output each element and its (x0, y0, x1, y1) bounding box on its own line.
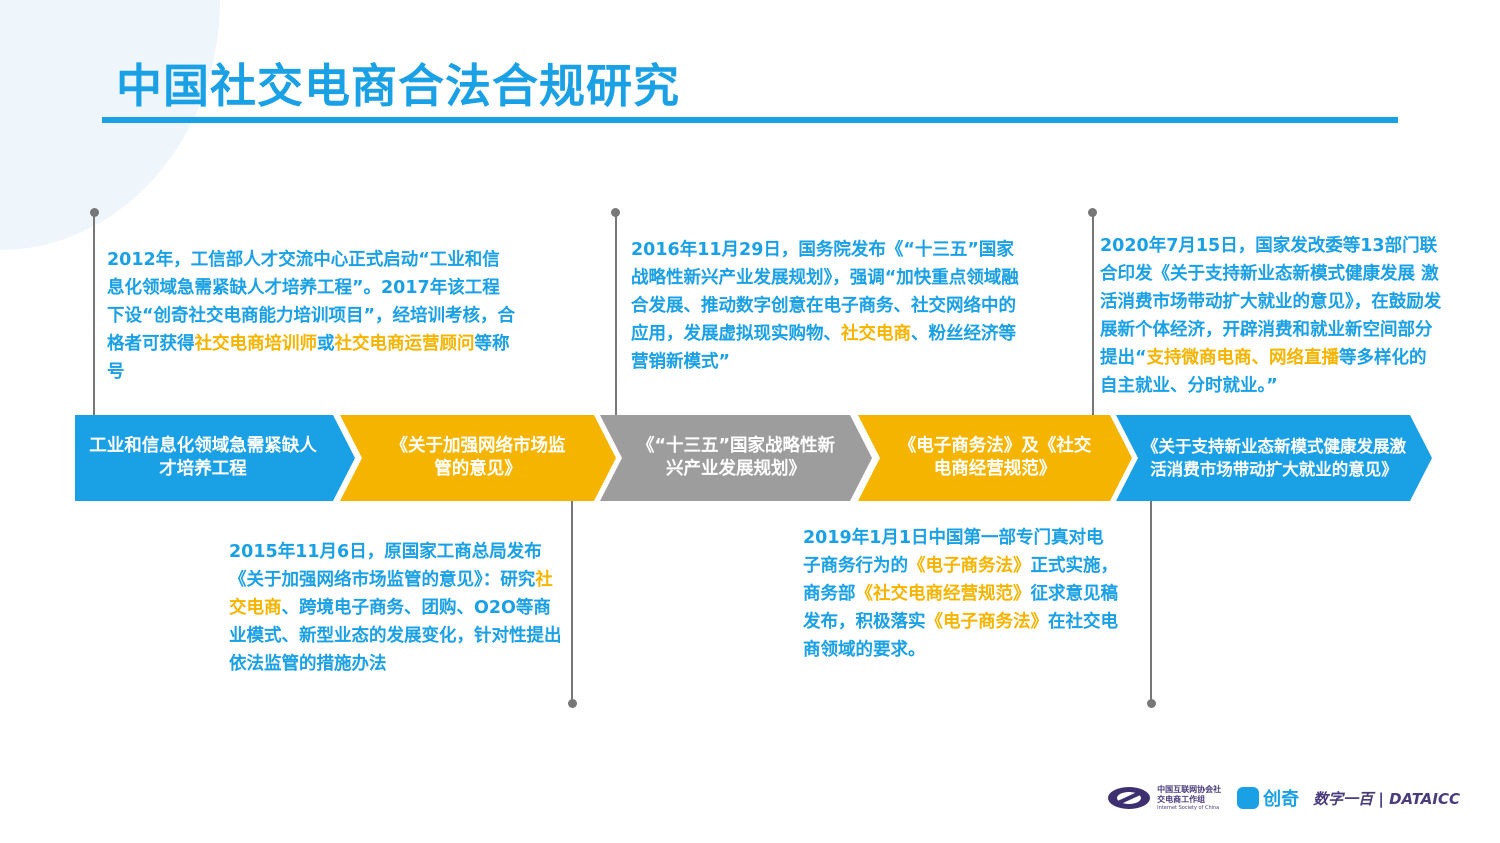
note-text: 2015年11月6日，原国家工商总局发布《关于加强网络市场监管的意见》：研究 (229, 542, 542, 590)
connector-dot (568, 699, 577, 708)
note-text: 、粉丝经济等营销新模式” (631, 324, 1016, 372)
note-text: 等称号 (107, 334, 510, 382)
highlight-text: 《社交电商经营规范》 (855, 584, 1031, 604)
note-2015: 2015年11月6日，原国家工商总局发布《关于加强网络市场监管的意见》：研究社交… (229, 538, 564, 678)
highlight-text: 支持微商电商、网络直播 (1146, 348, 1340, 368)
dataicc-name: DATAICC (1389, 789, 1460, 808)
connector-dot (1147, 699, 1156, 708)
page-title: 中国社交电商合法合规研究 (116, 59, 680, 113)
note-2016: 2016年11月29日，国务院发布《“十三五”国家战略性新兴产业发展规划》，强调… (631, 236, 1031, 376)
highlight-text: 社交电商 (229, 570, 553, 618)
chuangqi-name: 创奇 (1263, 789, 1300, 810)
highlight-text: 社交电商 (841, 324, 911, 344)
connector-line (1150, 500, 1152, 703)
note-2020: 2020年7月15日，国家发改委等13部门联合印发《关于支持新业态新模式健康发展… (1100, 232, 1442, 400)
timeline-step-2: 《关于加强网络市场监管的意见》 (340, 415, 616, 501)
highlight-text: 社交电商培训师 (194, 334, 318, 354)
note-text: 2016年11月29日，国务院发布《“十三五”国家战略性新兴产业发展规划》，强调… (631, 240, 1019, 344)
note-text: 在社交电商领域的要求。 (803, 612, 1118, 660)
isc-emblem-icon (1108, 787, 1151, 809)
note-text: 2019年1月1日中国第一部专门真对电子商务行为的 (803, 528, 1104, 576)
chuangqi-icon (1237, 787, 1260, 809)
timeline-label: 《关于支持新业态新模式健康发展激活消费市场带动扩大就业的意见》 (1142, 437, 1406, 479)
isc-name: 中国互联网协会社交电商工作组 (1157, 785, 1222, 804)
connector-line (615, 212, 617, 415)
connector-line (1092, 212, 1094, 415)
connector-line (93, 212, 95, 415)
highlight-text: 社交电商运营顾问 (334, 334, 475, 354)
connector-line (571, 500, 573, 703)
title-underline (102, 117, 1398, 123)
datai-name: 数字一百 (1313, 789, 1374, 808)
highlight-text: 《电子商务法》 (908, 556, 1031, 576)
note-text: 2012年，工信部人才交流中心正式启动“工业和信息化领域急需紧缺人才培养工程”。… (107, 250, 516, 354)
note-text: 或 (317, 334, 335, 354)
highlight-text: 《电子商务法》 (925, 612, 1049, 632)
dataicc-logo: 数字一百 | DATAICC (1313, 789, 1460, 808)
timeline-step-4: 《电子商务法》及《社交电商经营规范》 (858, 415, 1132, 501)
note-text: 2020年7月15日，国家发改委等13部门联合印发《关于支持新业态新模式健康发展… (1100, 236, 1442, 368)
note-text: 正式实施，商务部 (803, 556, 1118, 604)
timeline-step-5: 《关于支持新业态新模式健康发展激活消费市场带动扩大就业的意见》 (1116, 415, 1432, 501)
chuangqi-logo: 创奇 (1237, 785, 1299, 811)
note-2012: 2012年，工信部人才交流中心正式启动“工业和信息化领域急需紧缺人才培养工程”。… (107, 246, 517, 386)
timeline-step-1: 工业和信息化领域急需紧缺人才培养工程 (75, 415, 355, 501)
note-text: 、跨境电子商务、团购、O2O等商业模式、新型业态的发展变化，针对性提出依法监管的… (229, 598, 562, 674)
timeline-label: 《“十三五”国家战略性新兴产业发展规划》 (636, 436, 835, 479)
connector-dot (611, 208, 620, 217)
timeline-label: 《关于加强网络市场监管的意见》 (390, 436, 566, 479)
connector-dot (1088, 208, 1097, 217)
note-2019: 2019年1月1日中国第一部专门真对电子商务行为的《电子商务法》正式实施，商务部… (803, 524, 1121, 664)
background-circle (0, 0, 220, 250)
isc-en: Internet Society of China (1157, 805, 1220, 811)
note-text: 征求意见稿发布，积极落实 (803, 584, 1118, 632)
timeline-label: 工业和信息化领域急需紧缺人才培养工程 (89, 436, 317, 479)
timeline-step-3: 《“十三五”国家战略性新兴产业发展规划》 (600, 415, 872, 501)
note-text: 等多样化的自主就业、分时就业。” (1100, 348, 1427, 396)
timeline-label: 《电子商务法》及《社交电商经营规范》 (898, 436, 1092, 479)
connector-dot (90, 208, 99, 217)
